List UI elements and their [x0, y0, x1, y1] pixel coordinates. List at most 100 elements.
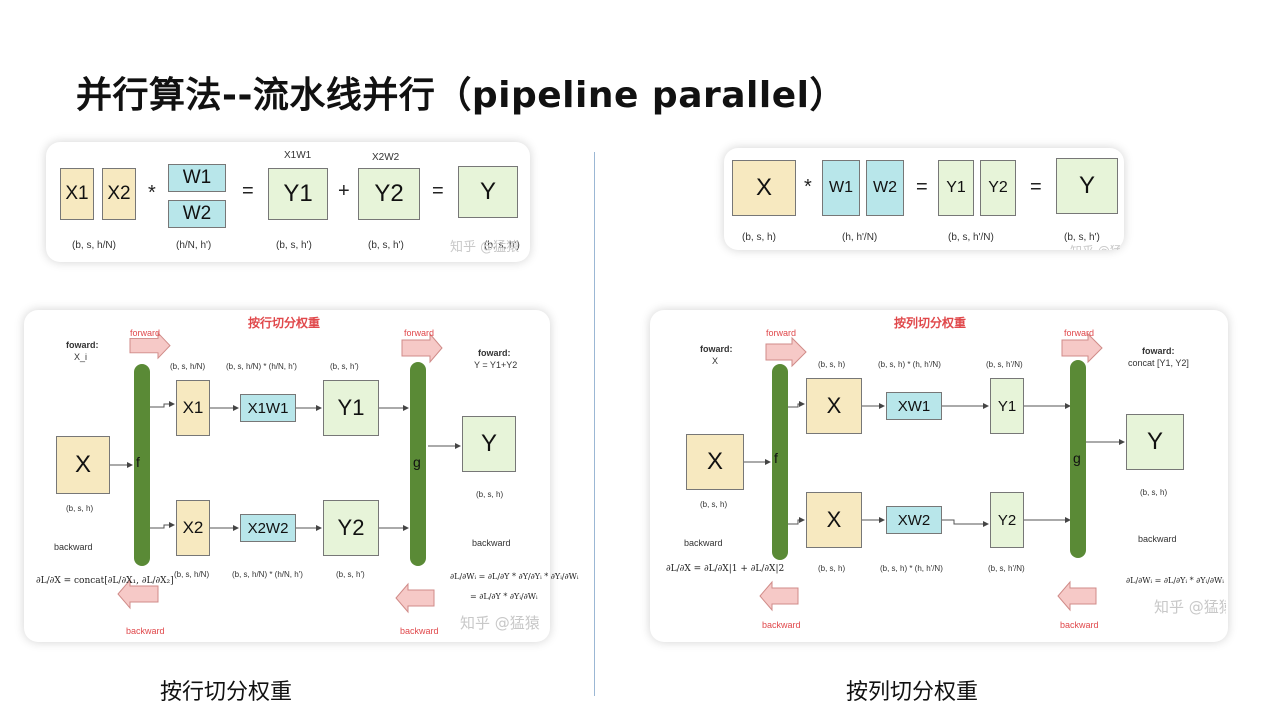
x1-box: X1: [60, 168, 94, 220]
formula-left: ∂L/∂X = ∂L/∂X|1 + ∂L/∂X|2: [666, 564, 785, 574]
row1-dim-2: (b, s, h) * (h, h'/N): [878, 360, 941, 369]
dim-y: (b, s, h'): [1064, 232, 1100, 243]
forward-label-left: forward: [130, 328, 161, 338]
w1-box: W1: [822, 160, 860, 216]
foward-left-1: foward:: [66, 340, 99, 350]
foward-right-1: foward:: [1142, 346, 1175, 356]
left-caption: 按行切分权重: [160, 680, 293, 705]
w2-box: W2: [866, 160, 904, 216]
dim-y2: (b, s, h'): [368, 240, 404, 251]
row1-product-box: XW1: [886, 392, 942, 420]
backward-arrow-label-right: backward: [1060, 620, 1099, 630]
x-input-box: X: [56, 436, 110, 494]
g-bar: [1070, 360, 1086, 558]
row2-input-box: X2: [176, 500, 210, 556]
dim-w: (h/N, h'): [176, 240, 212, 251]
equals-op-2: =: [1030, 176, 1042, 198]
x-dim: (b, s, h): [700, 500, 728, 509]
row1-dim-2: (b, s, h/N) * (h/N, h'): [226, 362, 297, 371]
watermark: 知乎 @猛猿: [450, 240, 520, 255]
backward-label-left: backward: [54, 542, 93, 552]
dim-x: (b, s, h): [742, 232, 776, 243]
right-caption: 按列切分权重: [846, 680, 979, 705]
backward-arrow-label-left: backward: [762, 620, 801, 630]
row1-output-box: Y1: [323, 380, 379, 436]
row1-dim-3: (b, s, h'): [330, 362, 359, 371]
x-input-box: X: [686, 434, 744, 490]
foward-left-2: X_i: [74, 352, 88, 362]
x-box: X: [732, 160, 796, 216]
backward-label-right: backward: [1138, 534, 1177, 544]
row2-input-box: X: [806, 492, 862, 548]
equals-op: =: [916, 176, 928, 198]
foward-right-2: concat [Y1, Y2]: [1128, 358, 1189, 368]
multiply-op: *: [804, 176, 812, 198]
connector-lines: [744, 332, 1125, 612]
row1-dim-1: (b, s, h/N): [170, 362, 206, 371]
heading: 按行切分权重: [248, 316, 321, 330]
row2-output-box: Y2: [323, 500, 379, 556]
y1-box: Y1: [938, 160, 974, 216]
f-label: f: [136, 454, 140, 470]
backward-arrow-label-left: backward: [126, 626, 165, 636]
forward-label-left: forward: [766, 328, 797, 338]
watermark: 知乎 @猛猿: [1070, 242, 1120, 250]
y-box: Y: [1056, 158, 1118, 214]
y-box: Y: [458, 166, 518, 218]
col-split-diagram-card: 按列切分权重 forward forward foward: X foward:…: [650, 310, 1228, 642]
y-output-box: Y: [1126, 414, 1184, 470]
formula-right-1: ∂L/∂Wᵢ = ∂L/∂Yᵢ * ∂Yᵢ/∂Wᵢ: [1126, 576, 1224, 585]
row2-product-box: X2W2: [240, 514, 296, 542]
row1-product-box: X1W1: [240, 394, 296, 422]
x2w2-label: X2W2: [372, 152, 400, 163]
dim-y1: (b, s, h'): [276, 240, 312, 251]
y1-box: Y1: [268, 168, 328, 220]
multiply-op: *: [148, 182, 156, 204]
row1-output-box: Y1: [990, 378, 1024, 434]
row1-dim-3: (b, s, h'/N): [986, 360, 1023, 369]
row1-input-box: X1: [176, 380, 210, 436]
divider: [594, 152, 595, 696]
g-bar: [410, 362, 426, 566]
row2-dim-2: (b, s, h) * (h, h'/N): [880, 564, 943, 573]
row2-dim-1: (b, s, h): [818, 564, 846, 573]
foward-right-1: foward:: [478, 348, 511, 358]
row2-dim-3: (b, s, h'/N): [988, 564, 1025, 573]
foward-right-2: Y = Y1+Y2: [474, 360, 518, 370]
row1-input-box: X: [806, 378, 862, 434]
row2-product-box: XW2: [886, 506, 942, 534]
f-bar: [134, 364, 150, 566]
formula-left: ∂L/∂X = concat[∂L/∂X₁, ∂L/∂X₂]: [36, 576, 174, 586]
forward-label-right: forward: [1064, 328, 1095, 338]
f-label: f: [774, 450, 778, 466]
g-label: g: [413, 454, 421, 470]
x1w1-label: X1W1: [284, 150, 312, 161]
row-split-diagram-card: 按行切分权重 forward forward foward: X_i fowar…: [24, 310, 578, 642]
formula-right-2: = ∂L/∂Y * ∂Yᵢ/∂Wᵢ: [470, 592, 538, 601]
page-title: 并行算法--流水线并行（pipeline parallel）: [76, 75, 846, 116]
dim-y: (b, s, h'): [484, 240, 520, 251]
row2-dim-2: (b, s, h/N) * (h/N, h'): [232, 570, 303, 579]
foward-left-1: foward:: [700, 344, 733, 354]
w2-box: W2: [168, 200, 226, 228]
heading: 按列切分权重: [894, 316, 967, 330]
equals-op-2: =: [432, 180, 444, 202]
w1-box: W1: [168, 164, 226, 192]
backward-arrow-label-right: backward: [400, 626, 439, 636]
y2-box: Y2: [980, 160, 1016, 216]
dim-x: (b, s, h/N): [72, 240, 116, 251]
y-dim: (b, s, h): [1140, 488, 1168, 497]
f-bar: [772, 364, 788, 560]
y-output-box: Y: [462, 416, 516, 472]
x2-box: X2: [102, 168, 136, 220]
formula-right-1: ∂L/∂Wᵢ = ∂L/∂Y * ∂Y/∂Yᵢ * ∂Yᵢ/∂Wᵢ: [450, 572, 579, 581]
y2-box: Y2: [358, 168, 420, 220]
g-label: g: [1073, 450, 1081, 466]
plus-op: +: [338, 180, 350, 202]
row2-dim-3: (b, s, h'): [336, 570, 365, 579]
watermark: 知乎 @猛猿: [460, 614, 540, 632]
connector-lines: [82, 331, 461, 614]
backward-label-right: backward: [472, 538, 511, 548]
y-dim: (b, s, h): [476, 490, 504, 499]
row2-dim-1: (b, s, h/N): [174, 570, 210, 579]
